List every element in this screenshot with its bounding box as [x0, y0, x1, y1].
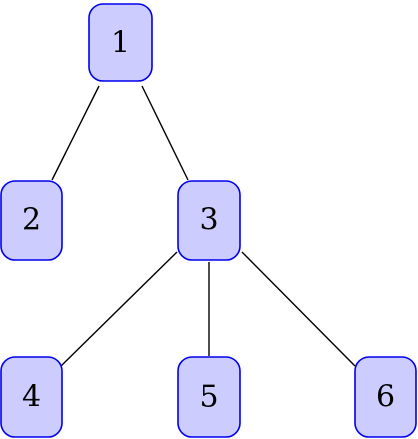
edge-1-2 — [51, 85, 100, 181]
node-label: 4 — [22, 380, 41, 415]
node-box — [0, 356, 63, 438]
node-label: 1 — [111, 26, 130, 61]
node-box — [177, 356, 241, 438]
node-box — [177, 180, 241, 261]
tree-node-5[interactable]: 5 — [177, 356, 241, 438]
node-label: 6 — [376, 380, 395, 415]
edge-1-3 — [141, 85, 189, 181]
node-label: 3 — [199, 203, 218, 238]
tree-node-6[interactable]: 6 — [354, 356, 417, 438]
tree-node-2[interactable]: 2 — [0, 180, 63, 261]
edge-3-4 — [60, 251, 178, 367]
nodes-layer: 1 2 3 4 5 6 — [0, 3, 417, 438]
node-box — [88, 3, 153, 82]
node-box — [354, 356, 417, 438]
tree-node-1[interactable]: 1 — [88, 3, 153, 82]
tree-node-4[interactable]: 4 — [0, 356, 63, 438]
node-label: 2 — [22, 203, 41, 238]
tree-node-3[interactable]: 3 — [177, 180, 241, 261]
edge-3-6 — [241, 251, 356, 367]
edges-layer — [51, 85, 356, 367]
node-label: 5 — [199, 380, 218, 415]
node-box — [0, 180, 63, 261]
